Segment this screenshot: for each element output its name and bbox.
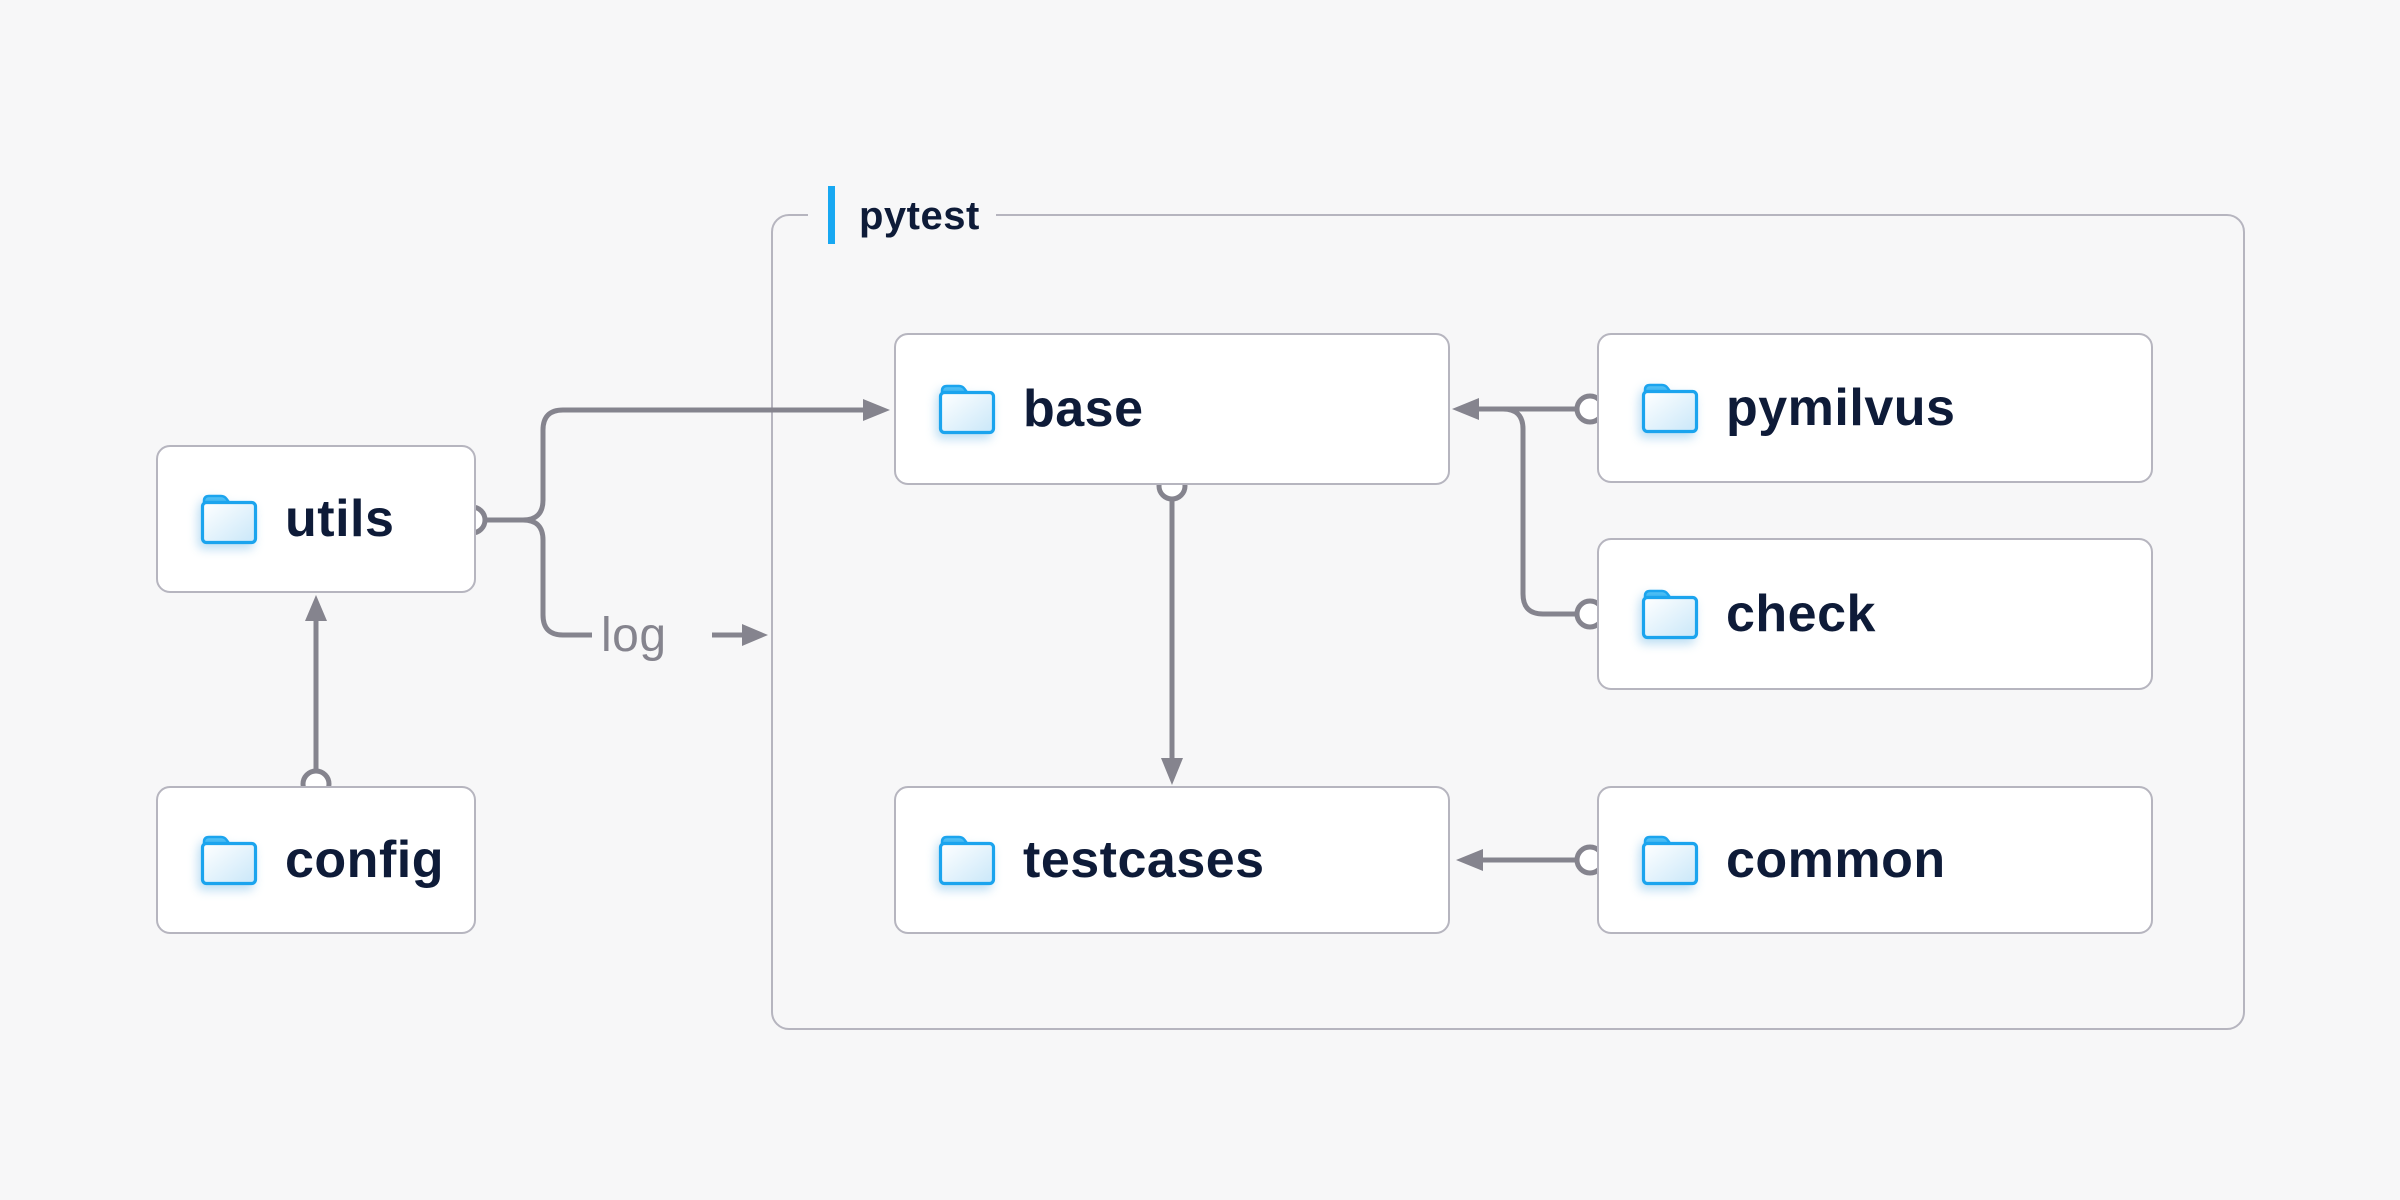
- folder-icon: [200, 493, 258, 545]
- edge-label-log: log: [601, 608, 667, 662]
- node-label: utils: [285, 490, 395, 548]
- edge-config-utils: [300, 595, 332, 800]
- arrowhead: [742, 624, 768, 646]
- folder-icon: [1641, 382, 1699, 434]
- node-config: config: [156, 786, 476, 934]
- folder-icon: [938, 383, 996, 435]
- pytest-legend: pytest: [808, 186, 996, 244]
- pytest-group-container: [771, 214, 2245, 1030]
- arrowhead: [305, 595, 327, 621]
- folder-icon: [200, 834, 258, 886]
- accent-bar: [828, 186, 835, 244]
- folder-icon: [938, 834, 996, 886]
- folder-icon: [1641, 834, 1699, 886]
- node-utils: utils: [156, 445, 476, 593]
- node-testcases: testcases: [894, 786, 1450, 934]
- node-label: testcases: [1023, 831, 1265, 889]
- node-label: common: [1726, 831, 1946, 889]
- node-label: base: [1023, 380, 1144, 438]
- node-check: check: [1597, 538, 2153, 690]
- node-label: config: [285, 831, 444, 889]
- pytest-label: pytest: [859, 193, 980, 238]
- node-label: pymilvus: [1726, 379, 1956, 437]
- edge-log-arrow: [712, 624, 768, 646]
- node-common: common: [1597, 786, 2153, 934]
- folder-icon: [1641, 588, 1699, 640]
- node-base: base: [894, 333, 1450, 485]
- node-label: check: [1726, 585, 1876, 643]
- node-pymilvus: pymilvus: [1597, 333, 2153, 483]
